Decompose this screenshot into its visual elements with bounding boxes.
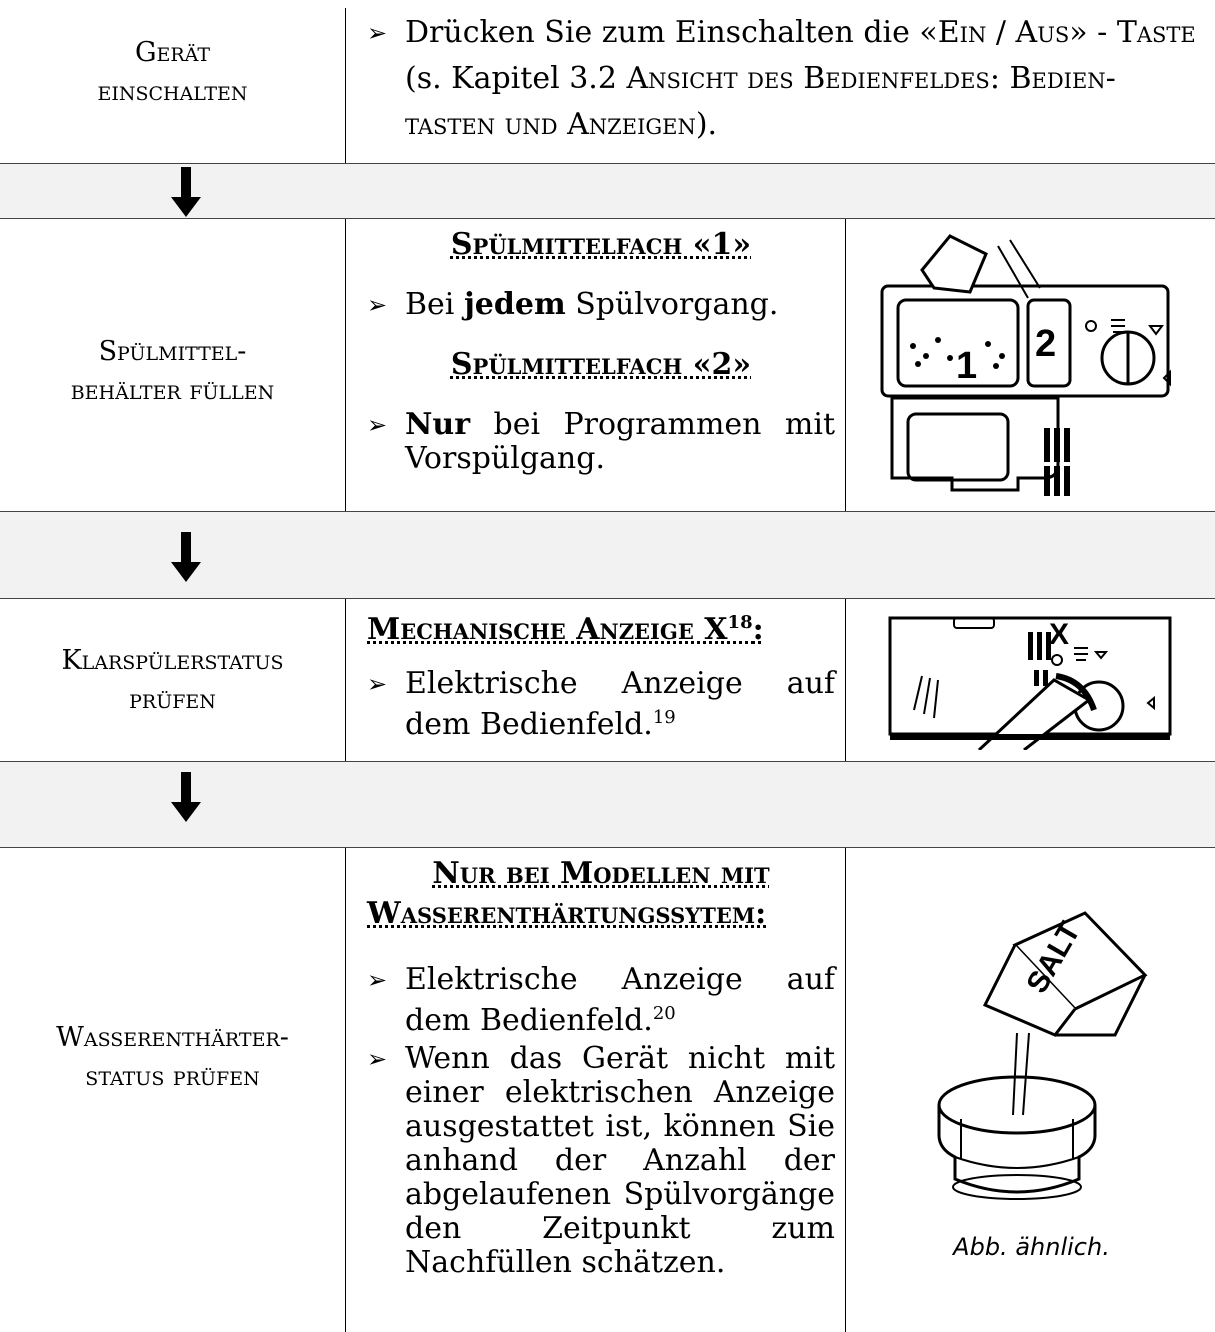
salt-refill-figure: SALT [937, 911, 1148, 1200]
label-line: prüfen [129, 684, 216, 715]
bullet-item: ➢ Wenn das Gerät nicht mit einer elektri… [367, 1042, 835, 1280]
compartment-1-heading: Spülmittelfach «1» [450, 227, 752, 262]
label-line: einschalten [97, 76, 248, 107]
bullet-item: ➢ Bei jedem Spülvorgang. [367, 288, 835, 322]
compartment-1-number: 1 [956, 345, 977, 387]
step-label-power-on: Gerät einschalten [0, 33, 345, 111]
text-run: Wenn das Gerät nicht mit einer elektrisc… [405, 1041, 835, 1280]
text-run: Elektrische Anzeige auf dem Bedienfeld. [405, 666, 835, 742]
text-run: Elektrische Anzeige auf dem Bedienfeld. [405, 962, 835, 1038]
label-line: Gerät [134, 37, 211, 68]
emphasis: Nur [405, 407, 471, 442]
softener-heading: Wasserenthärtungssytem: [367, 896, 767, 931]
label-line: Wasserenthärter- [56, 1022, 289, 1053]
section-ref: Ansicht des Bedienfeldes: Bedien- [626, 61, 1116, 96]
text-run: Bei [405, 287, 464, 322]
compartment-2-heading: Spülmittelfach «2» [450, 347, 752, 382]
step-label-rinse-aid: Klarspülerstatus prüfen [0, 641, 345, 719]
step-text-rinse-aid: Mechanische Anzeige X18: ➢ Elektrische A… [367, 606, 835, 742]
text-run: ). [695, 107, 718, 142]
text-run: » - [1069, 15, 1117, 50]
footnote-ref: 19 [652, 707, 676, 728]
down-arrow-icon [171, 772, 201, 822]
bullet-item: ➢ Nur bei Programmen mit Vorspülgang. [367, 408, 835, 476]
label-line: behälter füllen [70, 375, 275, 406]
bullet-arrow-icon: ➢ [367, 1045, 388, 1073]
label-line: status prüfen [85, 1061, 260, 1092]
down-arrow-icon [171, 167, 201, 217]
rinse-aid-figure: X [888, 616, 1172, 750]
bullet-arrow-icon: ➢ [367, 670, 388, 698]
bullet-arrow-icon: ➢ [367, 966, 388, 994]
detergent-dispenser-figure: 1 2 [880, 234, 1171, 496]
bullet-arrow-icon: ➢ [367, 411, 388, 439]
footnote-ref: 20 [652, 1003, 676, 1024]
bullet-item: ➢ Elektrische Anzeige auf dem Bedienfeld… [367, 667, 835, 742]
step-text-fill-detergent: Spülmittelfach «1» ➢ Bei jedem Spülvorga… [367, 228, 835, 476]
indicator-x-marker: X [1049, 618, 1069, 651]
column-divider [345, 599, 346, 761]
key-word: Taste [1116, 15, 1196, 50]
step-text-power-on: ➢ Drücken Sie zum Einschalten die «Ein /… [367, 10, 1207, 148]
column-divider [345, 219, 346, 511]
arrow-band [0, 761, 1215, 848]
text-run: (s. Kapitel 3.2 [405, 61, 627, 96]
heading-text: Mechanische Anzeige X [367, 612, 728, 647]
column-divider [845, 599, 846, 761]
heading-text: : [752, 612, 764, 647]
bullet-arrow-icon: ➢ [367, 19, 388, 47]
label-line: Spülmittel- [98, 336, 247, 367]
text-run: Spülvorgang. [565, 287, 779, 322]
softener-heading: Nur bei Modellen mit [432, 856, 770, 891]
bullet-item: ➢ Drücken Sie zum Einschalten die «Ein /… [367, 10, 1207, 148]
step-label-fill-detergent: Spülmittel- behälter füllen [0, 332, 345, 410]
figure-caption: Abb. ähnlich. [953, 1233, 1110, 1261]
column-divider [845, 848, 846, 1332]
bullet-item: ➢ Elektrische Anzeige auf dem Bedienfeld… [367, 963, 835, 1038]
key-name: Ein / Aus [937, 15, 1070, 50]
footnote-ref: 18 [727, 612, 753, 633]
label-line: Klarspülerstatus [61, 645, 284, 676]
column-divider [345, 848, 346, 1332]
arrow-band [0, 163, 1215, 219]
down-arrow-icon [171, 532, 201, 582]
step-label-water-softener: Wasserenthärter- status prüfen [0, 1018, 345, 1096]
bullet-arrow-icon: ➢ [367, 291, 388, 319]
arrow-band [0, 511, 1215, 599]
text-run: bei Programmen mit Vorspülgang. [405, 407, 835, 476]
text-run: Drücken Sie zum Einschalten die « [405, 15, 938, 50]
column-divider [845, 219, 846, 511]
step-text-water-softener: Nur bei Modellen mit Wasserenthärtungssy… [367, 857, 835, 1280]
column-divider [345, 8, 346, 163]
compartment-2-number: 2 [1035, 323, 1056, 365]
emphasis: jedem [463, 287, 566, 322]
section-ref: tasten und Anzeigen [405, 107, 696, 142]
rinse-indicator-heading: Mechanische Anzeige X18: [367, 606, 835, 647]
